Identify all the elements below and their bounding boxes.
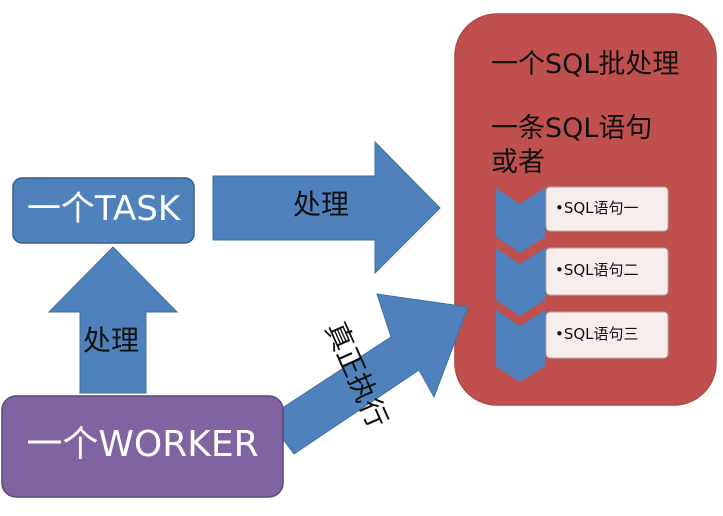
arrow-worker-to-batch: [266, 293, 469, 455]
chevron-3: [496, 310, 545, 382]
arrow-worker-to-task: [47, 246, 179, 394]
statement-box-3: [545, 311, 669, 359]
statement-label-3: •SQL语句三: [555, 325, 639, 343]
batch-panel-subtitle-line2: 或者: [491, 147, 545, 178]
arrow-task-to-batch-label: 处理: [293, 188, 350, 221]
batch-panel-title: 一个SQL批处理: [491, 49, 680, 80]
worker-box: [1, 395, 284, 498]
arrow-worker-to-task-label: 处理: [83, 324, 140, 357]
statement-box-1: [545, 186, 669, 232]
arrow-task-to-batch: [212, 140, 441, 275]
worker-box-label: 一个WORKER: [26, 424, 259, 465]
chevron-1: [496, 188, 545, 253]
statement-label-1: •SQL语句一: [555, 199, 639, 217]
statement-label-2: •SQL语句二: [555, 261, 639, 279]
statement-box-2: [545, 247, 669, 296]
batch-panel-subtitle-line1: 一条SQL语句: [491, 113, 653, 144]
chevron-2: [496, 248, 545, 316]
task-box-label: 一个TASK: [26, 189, 181, 229]
task-box: [12, 177, 195, 244]
